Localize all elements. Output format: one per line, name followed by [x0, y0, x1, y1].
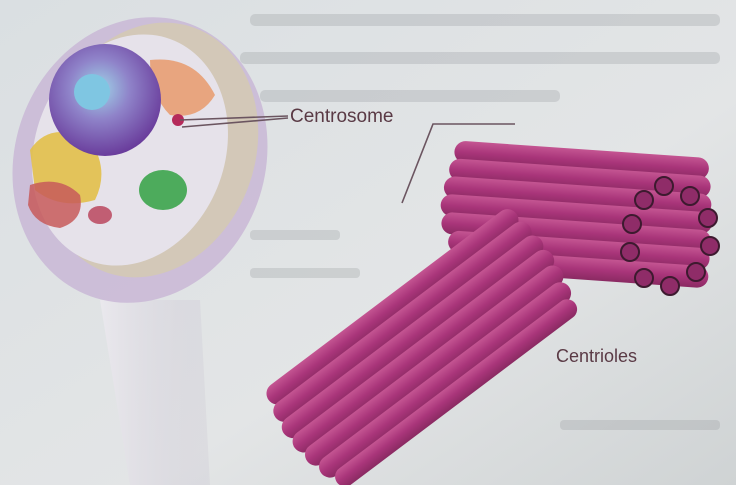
organelle-green: [139, 170, 187, 210]
vesicle: [88, 206, 112, 224]
nucleolus: [74, 74, 110, 110]
centrioles-label: Centrioles: [556, 346, 637, 367]
centrosome-label: Centrosome: [290, 106, 394, 128]
